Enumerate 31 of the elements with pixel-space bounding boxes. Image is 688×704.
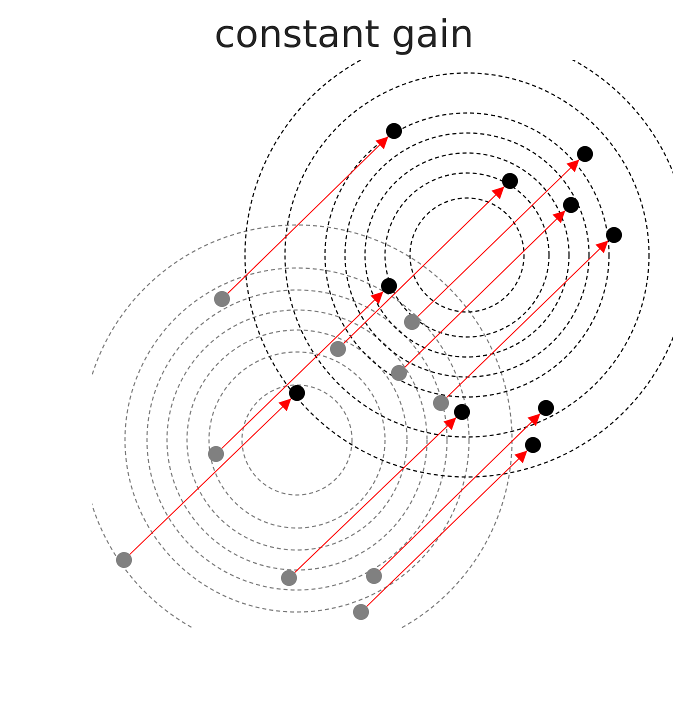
target-point [563, 197, 579, 213]
source-point [214, 291, 230, 307]
source-point [366, 568, 382, 584]
source-point [330, 341, 346, 357]
arrow [366, 450, 528, 607]
source-point [116, 552, 132, 568]
arrow [379, 413, 541, 571]
source-point [353, 604, 369, 620]
source-point [281, 570, 297, 586]
arrow [417, 159, 580, 317]
arrow [294, 417, 457, 573]
target-point [577, 146, 593, 162]
source-point [433, 395, 449, 411]
arrow [343, 186, 505, 344]
arrow [227, 136, 389, 294]
arrow [221, 291, 384, 449]
target-point [289, 385, 305, 401]
arrow [129, 398, 292, 555]
chart-title: constant gain [213, 12, 475, 56]
target-point [538, 400, 554, 416]
target-point [386, 123, 402, 139]
source-point [391, 365, 407, 381]
target-point [454, 404, 470, 420]
source-point [208, 446, 224, 462]
target-point [606, 227, 622, 243]
target-point [525, 437, 541, 453]
arrow [404, 210, 566, 368]
source-point [404, 314, 420, 330]
target-point [381, 278, 397, 294]
target-point [502, 173, 518, 189]
arrow [446, 240, 609, 398]
